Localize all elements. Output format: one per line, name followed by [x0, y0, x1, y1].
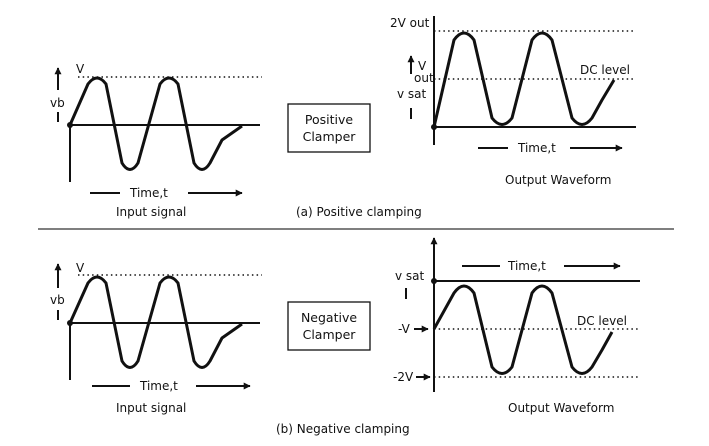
bottom-input-v-label: V — [76, 261, 85, 275]
top-input-v-label: V — [76, 62, 85, 76]
bottom-output-neg-v-label: -V — [398, 322, 411, 336]
bottom-input-wave — [68, 275, 243, 369]
bottom-output-vsat-label: v sat — [395, 269, 425, 283]
positive-clamper-box: Positive Clamper — [287, 103, 371, 153]
top-output-graph: 2V out V out v sat DC level Time,t Outpu… — [390, 16, 636, 187]
bottom-input-time-label: Time,t — [139, 379, 178, 393]
top-output-v-label: V — [418, 59, 427, 73]
bottom-figure-caption: (b) Negative clamping — [276, 422, 410, 436]
top-output-wave — [432, 31, 616, 128]
top-input-wave — [68, 76, 243, 171]
top-output-2v-label: 2V out — [390, 16, 430, 30]
top-output-out-label: out — [414, 71, 434, 85]
top-output-origin-dot — [431, 124, 437, 130]
top-output-time-label: Time,t — [517, 141, 556, 155]
negative-clamper-box-frame — [287, 301, 371, 351]
positive-clamper-box-line1: Positive — [305, 112, 353, 127]
top-output-vsat-label: v sat — [397, 87, 427, 101]
bottom-input-origin-dot — [67, 320, 73, 326]
top-input-caption: Input signal — [116, 205, 186, 219]
bottom-input-vb-label: vb — [50, 293, 65, 307]
negative-clamper-box-line2: Clamper — [303, 327, 357, 342]
bottom-output-time-label: Time,t — [507, 259, 546, 273]
bottom-output-wave — [432, 284, 614, 375]
top-figure-caption: (a) Positive clamping — [296, 205, 422, 219]
positive-clamper-box-line2: Clamper — [303, 129, 357, 144]
top-output-dc-level-label: DC level — [580, 63, 630, 77]
positive-clamper-box-frame — [287, 103, 371, 153]
top-input-origin-dot — [67, 122, 73, 128]
bottom-output-caption: Output Waveform — [508, 401, 614, 415]
bottom-output-dc-level-label: DC level — [577, 314, 627, 328]
bottom-output-start-dot — [431, 278, 437, 284]
bottom-input-caption: Input signal — [116, 401, 186, 415]
top-input-graph: V vb Time,t Input signal — [50, 62, 262, 219]
negative-clamper-box: Negative Clamper — [287, 301, 371, 351]
top-output-caption: Output Waveform — [505, 173, 611, 187]
bottom-output-neg-2v-label: -2V — [393, 370, 414, 384]
top-input-time-label: Time,t — [129, 186, 168, 200]
top-input-vb-label: vb — [50, 96, 65, 110]
bottom-input-graph: V vb Time,t Input signal — [50, 261, 262, 415]
bottom-output-graph: v sat -V -2V Time,t DC level Output Wave… — [393, 237, 640, 415]
negative-clamper-box-line1: Negative — [301, 310, 357, 325]
